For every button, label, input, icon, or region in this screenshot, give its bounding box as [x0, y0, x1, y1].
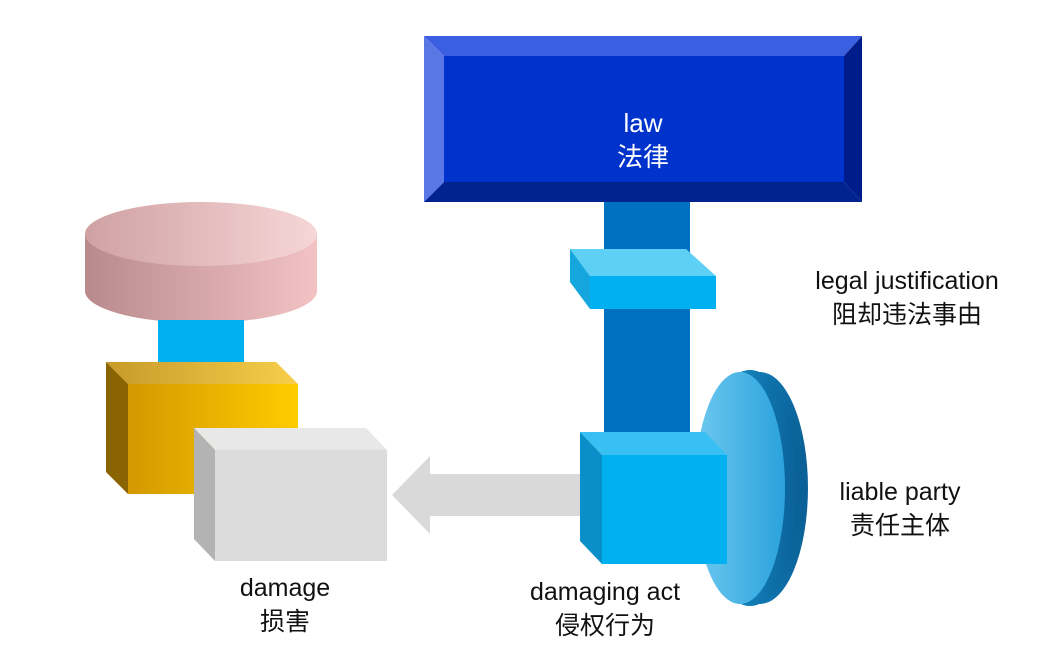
damaging-act-cube: [580, 432, 727, 564]
liable-party-label: liable party 责任主体: [812, 475, 988, 543]
damage-label: damage 损害: [195, 571, 375, 639]
law-label: law 法律: [553, 106, 733, 174]
damage-box: [194, 428, 387, 561]
damage-label-en: damage: [239, 574, 331, 602]
liable-party-disc: [695, 370, 808, 606]
legal-justification-label-en: legal justification: [815, 267, 999, 295]
liable-party-label-en: liable party: [839, 478, 961, 506]
pink-disc: [85, 202, 317, 323]
law-block: [424, 36, 862, 202]
law-column: [604, 202, 690, 434]
damaging-act-label-zh: 侵权行为: [554, 612, 655, 640]
arrow: [392, 456, 580, 534]
legal-justification-slab: [570, 249, 716, 309]
law-label-en: law: [623, 108, 663, 138]
damaging-act-label: damaging act 侵权行为: [500, 575, 710, 643]
legal-justification-label: legal justification 阻却违法事由: [787, 264, 1027, 332]
cyan-connector: [158, 320, 244, 364]
damage-label-zh: 损害: [259, 608, 310, 636]
damaging-act-label-en: damaging act: [529, 578, 681, 606]
liable-party-label-zh: 责任主体: [849, 512, 950, 540]
legal-justification-label-zh: 阻却违法事由: [831, 301, 982, 329]
law-label-zh: 法律: [616, 142, 669, 172]
